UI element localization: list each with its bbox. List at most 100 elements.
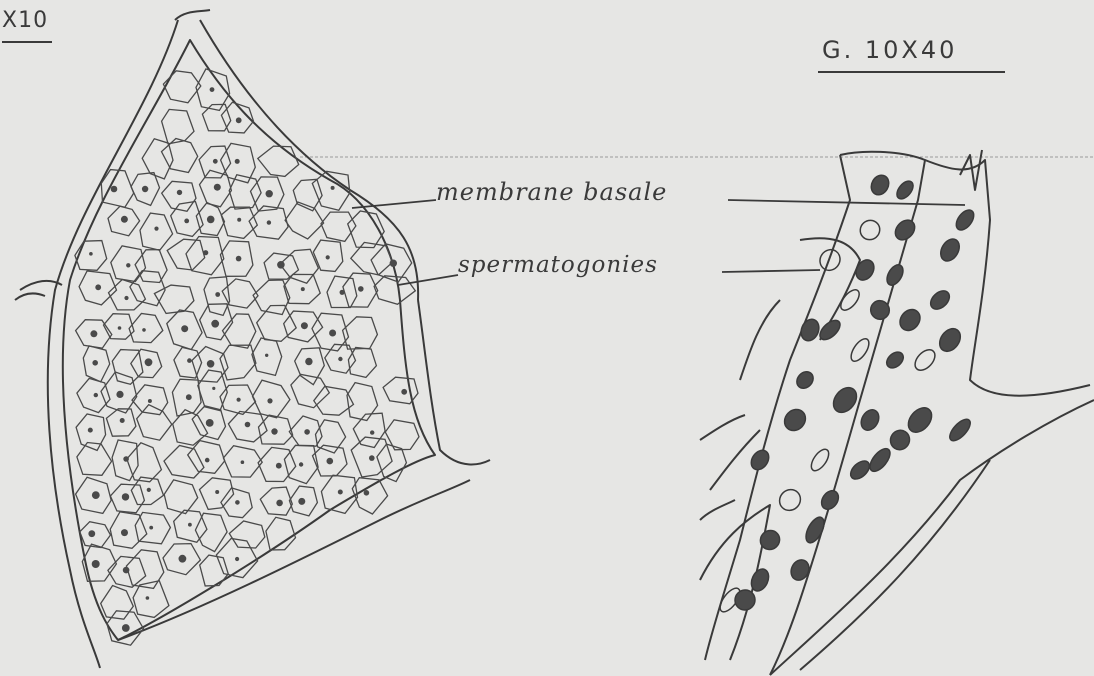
cell-nucleus <box>748 447 773 473</box>
cell-nucleus <box>179 555 187 563</box>
cell-nucleus <box>816 246 844 274</box>
cell-nucleus <box>868 172 892 198</box>
cell-nucleus <box>856 216 883 243</box>
cell-outline <box>164 480 198 514</box>
cell-outline <box>130 271 165 306</box>
cell-nucleus <box>207 360 215 368</box>
spermatogonies-leader-right <box>722 270 820 272</box>
cell-nucleus <box>237 218 241 222</box>
cell-outline <box>173 410 208 446</box>
cell-nucleus <box>848 336 873 364</box>
cell-nucleus <box>215 490 219 494</box>
cell-nucleus <box>235 500 240 505</box>
cell-nucleus <box>177 190 182 195</box>
cell-nucleus <box>118 326 122 330</box>
cell-nucleus <box>271 428 277 434</box>
cell-nucleus <box>370 430 374 434</box>
cell-nucleus <box>88 530 95 537</box>
cell-nucleus <box>818 487 842 512</box>
cell-nucleus <box>390 260 397 267</box>
cell-nucleus <box>937 236 963 265</box>
cell-nucleus <box>953 207 977 233</box>
cell-nucleus <box>331 186 335 190</box>
cell-outline <box>163 71 200 103</box>
cell-nucleus <box>235 159 240 164</box>
cell-nucleus <box>891 216 918 243</box>
cell-outline <box>112 350 143 385</box>
cell-nucleus <box>181 325 188 332</box>
cell-nucleus <box>235 557 239 561</box>
cell-nucleus <box>236 256 242 262</box>
cell-nucleus <box>121 216 128 223</box>
cell-outline <box>140 213 173 250</box>
cell-nucleus <box>148 399 152 403</box>
magnification-right-label: G. 10X40 <box>822 36 957 64</box>
cell-nucleus <box>213 159 218 164</box>
cell-nucleus <box>147 488 151 492</box>
cell-nucleus <box>116 391 123 398</box>
cell-nucleus <box>267 398 272 403</box>
cell-nucleus <box>207 216 215 224</box>
cell-outline <box>220 345 256 380</box>
cell-nucleus <box>852 257 877 284</box>
cell-nucleus <box>126 263 130 267</box>
cell-outline <box>101 586 134 620</box>
cell-nucleus <box>123 567 130 574</box>
cell-nucleus <box>121 529 128 536</box>
cell-nucleus <box>188 523 192 527</box>
cell-nucleus <box>149 526 153 530</box>
cell-nucleus <box>92 560 100 568</box>
cell-nucleus <box>305 358 312 365</box>
cell-outline <box>321 212 356 241</box>
cell-nucleus <box>808 446 832 473</box>
cell-nucleus <box>266 190 273 197</box>
cell-outline <box>164 446 204 479</box>
cell-nucleus <box>89 252 93 256</box>
cell-nucleus <box>184 219 189 224</box>
cell-nucleus <box>241 460 245 464</box>
magnification-left-label: X10 <box>2 8 48 33</box>
cell-nucleus <box>154 227 158 231</box>
cell-nucleus <box>212 387 215 390</box>
cell-nucleus <box>788 557 812 583</box>
cell-nucleus <box>236 117 242 123</box>
cell-outline <box>258 146 299 176</box>
cell-nucleus <box>358 286 364 292</box>
cell-nucleus <box>267 220 271 224</box>
cell-nucleus <box>338 357 342 361</box>
cell-nucleus <box>95 284 101 290</box>
cell-nucleus <box>94 393 98 397</box>
cell-nucleus <box>327 458 334 465</box>
cell-nucleus <box>276 500 283 507</box>
cell-outline <box>133 581 169 618</box>
membrane-leader-right <box>728 200 965 205</box>
membrane-leader-left <box>352 200 436 208</box>
cell-nucleus <box>277 261 285 269</box>
cell-outline <box>162 139 198 173</box>
cell-outline <box>101 170 133 208</box>
cell-outline <box>295 348 325 385</box>
cell-outline <box>186 237 224 275</box>
cell-nucleus <box>265 354 268 357</box>
spermatogonies-label: spermatogonies <box>458 252 658 278</box>
cell-nucleus <box>245 422 251 428</box>
cell-outline <box>174 347 202 378</box>
cell-nucleus <box>301 287 305 291</box>
cell-nucleus <box>123 456 129 462</box>
cell-outline <box>162 181 196 211</box>
cell-outline <box>377 444 407 482</box>
cell-outline <box>110 512 147 548</box>
cell-nucleus <box>894 178 916 202</box>
cell-nucleus <box>401 389 407 395</box>
cell-outline <box>200 555 229 586</box>
cell-nucleus <box>866 445 893 474</box>
cell-nucleus <box>298 498 305 505</box>
cell-nucleus <box>338 490 343 495</box>
cell-nucleus <box>92 491 100 499</box>
cell-outline <box>137 405 172 441</box>
cell-outline <box>129 314 163 343</box>
cell-outline <box>221 207 257 238</box>
cell-nucleus <box>187 358 192 363</box>
cell-nucleus <box>237 398 241 402</box>
